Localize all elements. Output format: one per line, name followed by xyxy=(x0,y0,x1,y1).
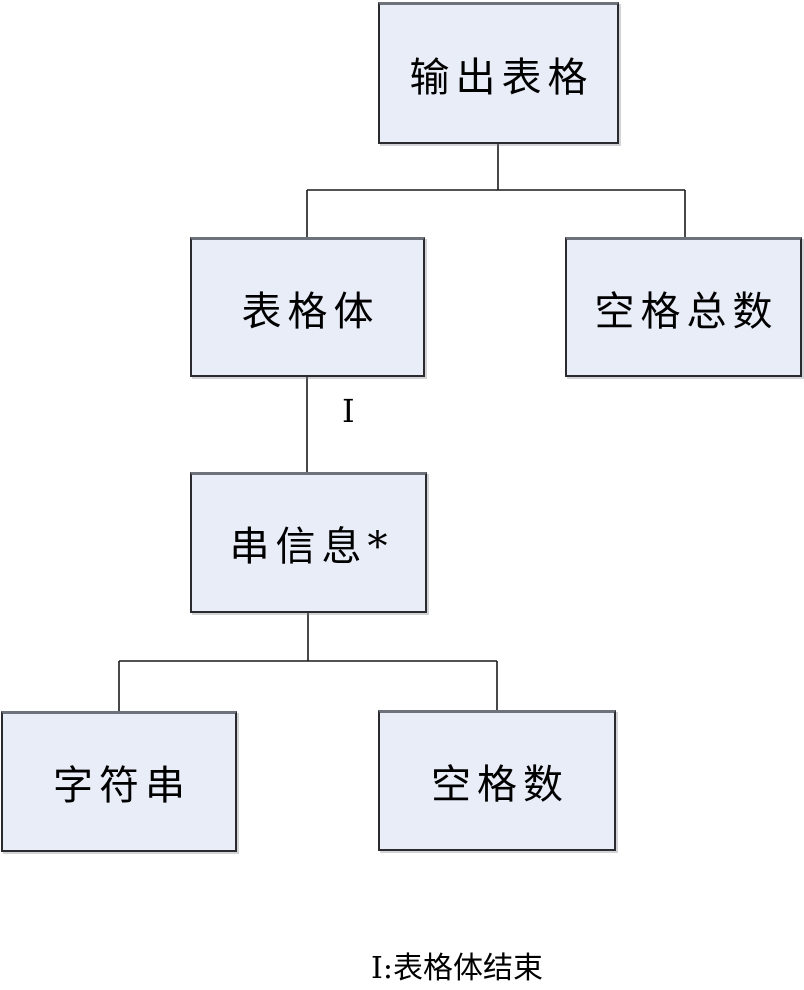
legend-caption: I:表格体结束 xyxy=(371,951,543,986)
edge-label-i: I xyxy=(342,392,355,430)
node-output-table: 输出表格 xyxy=(378,2,619,144)
node-table-body: 表格体 xyxy=(190,237,425,377)
node-space-count: 空格数 xyxy=(378,710,616,851)
node-string: 字符串 xyxy=(1,711,237,852)
node-string-info: 串信息* xyxy=(190,472,427,613)
node-total-spaces: 空格总数 xyxy=(565,237,802,377)
